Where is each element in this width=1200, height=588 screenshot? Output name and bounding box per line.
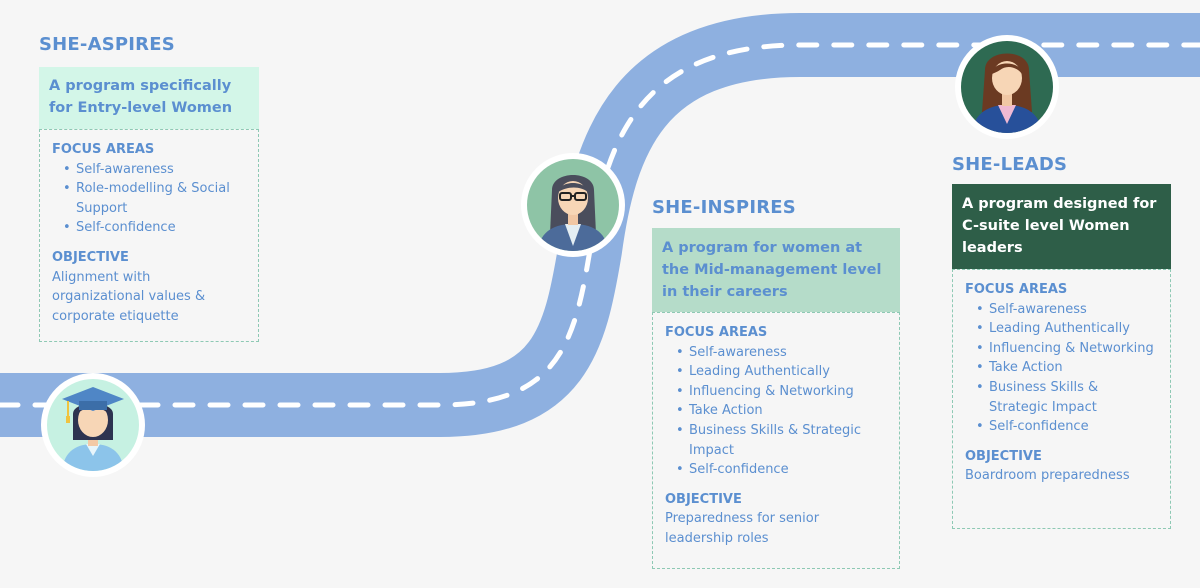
list-item: Self-awareness: [676, 343, 887, 363]
list-item: Role-modelling & Social Support: [63, 179, 246, 218]
program-tagline: A program designed for C-suite level Wom…: [952, 184, 1171, 269]
businesswoman-icon: [955, 35, 1059, 139]
focus-areas-heading: FOCUS AREAS: [52, 142, 155, 157]
program-tagline: A program specifically for Entry-level W…: [39, 67, 259, 129]
objective-heading: OBJECTIVE: [52, 249, 129, 265]
program-title: SHE-LEADS: [952, 154, 1068, 175]
objective-text: Alignment with organizational values & c…: [52, 269, 206, 324]
program-details: FOCUS AREAS Self-awareness Leading Authe…: [652, 312, 900, 569]
program-title: SHE-INSPIRES: [652, 197, 796, 218]
list-item: Business Skills & Strategic Impact: [676, 421, 887, 460]
objective-heading: OBJECTIVE: [665, 491, 742, 507]
objective-heading: OBJECTIVE: [965, 448, 1042, 464]
list-item: Influencing & Networking: [976, 339, 1158, 359]
program-tagline: A program for women at the Mid-managemen…: [652, 228, 900, 312]
graduate-woman-icon: [41, 373, 145, 477]
focus-areas-list: Self-awareness Leading Authentically Inf…: [965, 300, 1158, 437]
list-item: Self-awareness: [976, 300, 1158, 320]
focus-areas-list: Self-awareness Leading Authentically Inf…: [665, 343, 887, 480]
list-item: Take Action: [976, 358, 1158, 378]
list-item: Business Skills & Strategic Impact: [976, 378, 1158, 417]
program-details: FOCUS AREAS Self-awareness Leading Authe…: [952, 269, 1171, 529]
objective-text: Boardroom preparedness: [965, 468, 1130, 484]
list-item: Leading Authentically: [976, 319, 1158, 339]
list-item: Self-awareness: [63, 160, 246, 180]
focus-areas-heading: FOCUS AREAS: [965, 282, 1068, 297]
list-item: Leading Authentically: [676, 362, 887, 382]
program-details: FOCUS AREAS Self-awareness Role-modellin…: [39, 129, 259, 342]
list-item: Take Action: [676, 401, 887, 421]
list-item: Self-confidence: [63, 218, 246, 238]
list-item: Self-confidence: [976, 417, 1158, 437]
list-item: Influencing & Networking: [676, 382, 887, 402]
road-dashes: [0, 42, 1200, 408]
focus-areas-list: Self-awareness Role-modelling & Social S…: [52, 160, 246, 238]
objective-text: Preparedness for senior leadership roles: [665, 511, 820, 546]
list-item: Self-confidence: [676, 460, 887, 480]
focus-areas-heading: FOCUS AREAS: [665, 325, 768, 340]
woman-with-glasses-icon: [521, 153, 625, 257]
program-title: SHE-ASPIRES: [39, 34, 175, 55]
